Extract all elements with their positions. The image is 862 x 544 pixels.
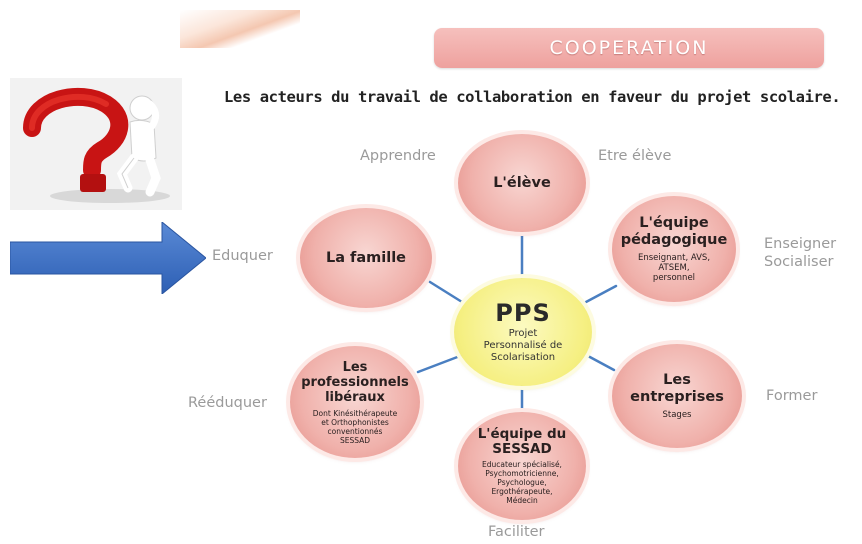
node-professionnels-sub: Dont Kinésithérapeute et Orthophonistes … (313, 409, 397, 445)
pps-subtitle-1: Projet (508, 328, 538, 339)
node-sessad-sub-2: Psychomotricienne, (485, 469, 559, 478)
node-professionnels-title-1: Les (342, 359, 368, 375)
node-sessad-sub-1: Educateur spécialisé, (482, 460, 562, 469)
node-sessad-sub-4: Ergothérapeute, (491, 487, 553, 496)
node-eleve-title: L'élève (493, 174, 551, 191)
verb-apprendre: Apprendre (360, 148, 436, 164)
verb-faciliter: Faciliter (488, 524, 545, 540)
connector-entreprises (586, 354, 616, 372)
node-equipe-pedagogique: L'équipe pédagogique Enseignant, AVS, AT… (612, 196, 736, 302)
node-professionnels-title-2: professionnels (301, 374, 409, 390)
page-subtitle: Les acteurs du travail de collaboration … (224, 88, 841, 106)
node-entreprises-title-1: Les (663, 372, 691, 388)
connector-professionnels (416, 354, 462, 374)
connector-equipe-peda (584, 284, 618, 304)
node-equipe-pedagogique-sub: Enseignant, AVS, ATSEM, personnel (638, 253, 710, 283)
node-professionnels: Les professionnels libéraux Dont Kinésit… (290, 346, 420, 458)
verb-socialiser: Socialiser (764, 254, 834, 270)
node-professionnels-title-3: libéraux (325, 389, 385, 405)
node-equipe-pedagogique-sub-2: ATSEM, (658, 263, 690, 273)
node-professionnels-sub-4: SESSAD (339, 435, 371, 445)
node-sessad-sub: Educateur spécialisé, Psychomotricienne,… (482, 460, 562, 505)
node-sessad-sub-5: Médecin (506, 496, 538, 505)
connector-famille (428, 280, 464, 304)
node-entreprises: Les entreprises Stages (612, 344, 742, 448)
pps-subtitle: Projet Personnalisé de Scolarisation (484, 328, 563, 364)
node-professionnels-sub-2: et Orthophonistes (321, 417, 389, 427)
pps-subtitle-2: Personnalisé de (483, 340, 563, 351)
verb-enseigner: Enseigner (764, 236, 837, 252)
header-banner: COOPERATION (434, 28, 824, 68)
question-mark-figure-icon (10, 78, 182, 210)
node-famille-title: La famille (325, 249, 407, 266)
node-equipe-pedagogique-sub-3: personnel (652, 273, 696, 283)
corner-decoration (180, 10, 300, 48)
verb-reeduquer: Rééduquer (188, 395, 267, 411)
node-sessad-title-2: SESSAD (492, 441, 552, 457)
node-sessad-sub-3: Psychologue, (497, 478, 547, 487)
verb-eduquer: Eduquer (212, 248, 273, 264)
verb-former: Former (766, 388, 818, 404)
node-equipe-pedagogique-title-2: pédagogique (620, 232, 728, 248)
node-pps-center: PPS Projet Personnalisé de Scolarisation (454, 278, 592, 386)
node-famille: La famille (300, 208, 432, 308)
node-entreprises-sub: Stages (662, 410, 692, 420)
node-equipe-pedagogique-title-1: L'équipe (639, 215, 709, 231)
node-sessad-title-1: L'équipe du (477, 426, 567, 442)
pps-title: PPS (495, 299, 551, 327)
verb-etre-eleve: Etre élève (598, 148, 672, 164)
page-title: COOPERATION (549, 37, 709, 59)
node-entreprises-title-2: entreprises (630, 389, 724, 405)
node-professionnels-sub-3: conventionnés (327, 426, 383, 436)
node-equipe-pedagogique-sub-1: Enseignant, AVS, (637, 253, 711, 263)
node-professionnels-sub-1: Dont Kinésithérapeute (312, 408, 398, 418)
pps-subtitle-3: Scolarisation (490, 352, 556, 363)
right-arrow-icon (10, 222, 206, 294)
node-eleve: L'élève (458, 134, 586, 232)
node-sessad: L'équipe du SESSAD Educateur spécialisé,… (458, 412, 586, 520)
